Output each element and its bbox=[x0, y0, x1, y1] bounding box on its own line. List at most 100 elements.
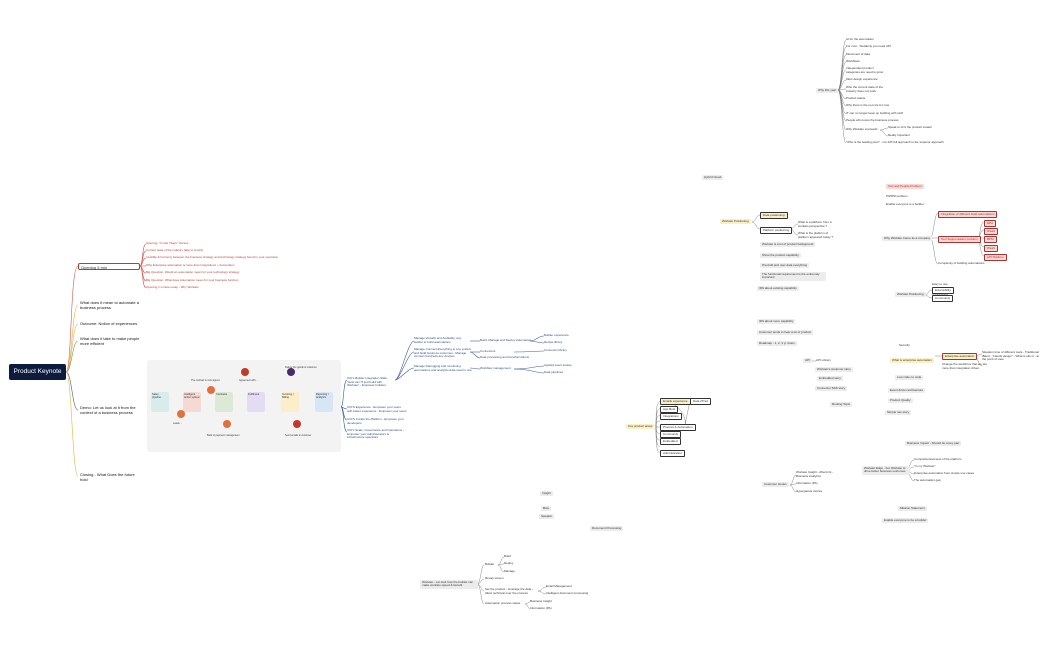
customer-child[interactable]: Workato Insight - Aftermint - Business A… bbox=[796, 470, 834, 478]
branch-demo[interactable]: Demo: Let us look at it from the context… bbox=[80, 405, 136, 415]
easy-item[interactable]: Easy to use bbox=[932, 282, 948, 286]
lower-positioning[interactable]: Workato Positioning bbox=[895, 292, 926, 298]
platform-child[interactable]: What is the platform of platform appeare… bbox=[798, 231, 834, 239]
customer-child[interactable]: Hyperparole stories bbox=[796, 489, 823, 493]
branch-efficient[interactable]: What does it take to make people more ef… bbox=[80, 336, 140, 346]
edge-child[interactable]: "In my Workato" bbox=[914, 464, 936, 468]
red-head[interactable]: Test and People Problem bbox=[886, 184, 924, 190]
why-item[interactable]: Independent product categories are need … bbox=[846, 66, 884, 74]
customer-stories[interactable]: Customer stories bbox=[762, 482, 789, 488]
builder-branch[interactable]: Recap screen bbox=[485, 576, 504, 580]
set-child[interactable]: Intelligent document processing bbox=[546, 591, 589, 595]
edge-child[interactable]: Comprehensiveness of the platform bbox=[914, 457, 962, 461]
product-area[interactable]: App Bots bbox=[660, 406, 679, 414]
far-mid-item[interactable]: Recipe library bbox=[544, 340, 563, 344]
branch-closing[interactable]: Closing - What Does the future hold bbox=[80, 472, 135, 482]
edge-child[interactable]: Enterprise automation from simple use ca… bbox=[914, 471, 975, 475]
why-item[interactable]: AI for the automation bbox=[846, 37, 874, 41]
enterprise-child[interactable]: Enterprise automation bbox=[942, 353, 978, 361]
auto-child[interactable]: Business Insight bbox=[530, 599, 552, 603]
low-code[interactable]: Low code no code bbox=[895, 375, 924, 381]
cio-item[interactable]: CIO'S Curate the Platform - Empower your… bbox=[347, 417, 404, 425]
why-item[interactable]: Workflows bbox=[846, 59, 860, 63]
mid-right-item[interactable]: Data processing and transformations bbox=[480, 355, 530, 359]
opening-item[interactable]: Big Question: Would an automation mean f… bbox=[146, 270, 240, 274]
red-item[interactable]: Enable everyone is a builder bbox=[886, 202, 924, 206]
product-area[interactable]: Integrations bbox=[660, 413, 682, 421]
tool-item[interactable]: iPaaS bbox=[984, 245, 999, 253]
builder-branch[interactable]: Builder bbox=[485, 562, 495, 566]
product-area[interactable]: Embedded bbox=[660, 438, 681, 446]
why-item[interactable]: IT can no longer keep up building with s… bbox=[846, 111, 903, 115]
builder-child[interactable]: Manage bbox=[504, 569, 515, 573]
opening-item[interactable]: Opening 1 minute recap - Why Workato bbox=[146, 285, 199, 289]
api-child[interactable]: API Library bbox=[816, 358, 831, 362]
product-area[interactable]: Community bbox=[660, 431, 682, 439]
platform-child[interactable]: What is a platform from a workato perspe… bbox=[798, 220, 832, 228]
branch-opening[interactable]: Opening 5 min bbox=[78, 263, 140, 270]
positioning-sub[interactable]: Data positioning bbox=[760, 212, 788, 220]
key-product-areas[interactable]: Key product areas bbox=[626, 424, 655, 430]
opening-item[interactable]: Opening: "In last 7days" Horses bbox=[146, 241, 189, 245]
opening-item[interactable]: Big Question: What does Automation mean … bbox=[146, 278, 239, 282]
enable-builder[interactable]: Enable everyone to be a builder bbox=[882, 518, 929, 524]
opening-item[interactable]: Invisible & harmony between the business… bbox=[146, 255, 279, 259]
why-item[interactable]: Why Workato succeeds bbox=[846, 127, 878, 131]
positioning-chip[interactable]: Show the product capability bbox=[760, 253, 801, 259]
complexity[interactable]: Complexity of building automations bbox=[938, 261, 985, 265]
routing-topic[interactable]: Routing Topic bbox=[830, 402, 853, 408]
topic-chip[interactable]: Speaker bbox=[539, 514, 555, 520]
why-this-year[interactable]: Why this year bbox=[816, 88, 839, 94]
edge-child[interactable]: The automation gap bbox=[914, 478, 941, 482]
mid-right-item[interactable]: Workflow management bbox=[480, 366, 511, 370]
opening-item[interactable]: Current state of the industry (late to c… bbox=[146, 248, 203, 252]
far-mid-item[interactable]: Builder experience bbox=[544, 333, 569, 337]
cio-item[interactable]: CIO's Builder integration Slide - "How c… bbox=[347, 376, 389, 388]
mid-item[interactable]: Manage Connect Everything to any system … bbox=[414, 347, 472, 359]
tool-item[interactable]: iPaaS bbox=[984, 228, 999, 236]
capability-chip[interactable]: IDS about more capability bbox=[757, 319, 796, 325]
why-subitem[interactable]: Really important bbox=[888, 133, 910, 137]
root-node[interactable]: Product Keynote bbox=[9, 364, 66, 380]
why-company[interactable]: Why Workato Came as a company bbox=[882, 236, 933, 242]
why-item[interactable]: "Who is the leading pivot" - run API ful… bbox=[846, 140, 944, 144]
cio-item[interactable]: CIO'S Experience - Empower your users wi… bbox=[347, 405, 407, 413]
more-item[interactable]: Product Quality bbox=[888, 398, 913, 404]
positioning-chip[interactable]: Pre-built and user data everything bbox=[760, 263, 810, 269]
set-child[interactable]: Email Management bbox=[546, 584, 572, 588]
hybrid-cloud[interactable]: Hybrid Cloud bbox=[702, 175, 724, 181]
api-node[interactable]: API bbox=[803, 358, 812, 364]
product-area[interactable]: Emails experience bbox=[660, 398, 691, 406]
builder-branch[interactable]: Automation process cause bbox=[485, 601, 521, 605]
far-mid-item[interactable]: Applied event lookup bbox=[544, 363, 572, 367]
branch-outcome[interactable]: Outcome: Notion of experiences bbox=[80, 321, 138, 326]
positioning-chip[interactable]: Workato is a lot of product background bbox=[760, 242, 816, 248]
builder-child[interactable]: Build bbox=[504, 554, 511, 558]
far-mid-item[interactable]: Connector library bbox=[544, 348, 567, 352]
mid-item[interactable]: Manage Debugging and monitoring automati… bbox=[414, 364, 472, 372]
why-item[interactable]: Why there is the net role for now bbox=[846, 103, 890, 107]
cio-item[interactable]: CIO's Scale, Governance and Operations -… bbox=[347, 428, 404, 440]
enterprise-grand[interactable]: Change the workforce that we are more th… bbox=[942, 362, 988, 370]
customer-child[interactable]: Information (PA) bbox=[796, 481, 818, 485]
security[interactable]: Security bbox=[899, 343, 910, 347]
positioning-child[interactable]: Extensibility bbox=[932, 287, 954, 295]
workato-edge[interactable]: Workato Edge - For Workato to drive bett… bbox=[862, 466, 910, 475]
topic-chip[interactable]: Document Processing bbox=[590, 526, 624, 532]
builder-child[interactable]: Deploy bbox=[504, 561, 514, 565]
fragmented-item[interactable]: Integration of different build automatio… bbox=[938, 211, 998, 219]
workato-positioning[interactable]: Workato Positioning bbox=[720, 219, 751, 225]
why-item[interactable]: Product status bbox=[846, 96, 866, 100]
why-subitem[interactable]: Speak to Is'nt the product creator bbox=[888, 125, 933, 129]
tool-item[interactable]: API Platform bbox=[984, 254, 1007, 262]
builder-branch[interactable]: Set the product - leverage the data - Al… bbox=[485, 587, 534, 595]
branch-automate[interactable]: What does it mean to automate a business… bbox=[80, 300, 139, 310]
tool-item[interactable]: RPA bbox=[984, 220, 996, 228]
api-item[interactable]: Workato's customer story bbox=[815, 367, 853, 373]
capability-chip[interactable]: Roadmap - 1, 2, 3 yr vision bbox=[757, 341, 797, 347]
positioning-chip[interactable]: IDS about existing capability bbox=[757, 286, 799, 292]
mid-right-item[interactable]: Build, Manage and Deploy Automation bbox=[480, 338, 532, 342]
topic-chip[interactable]: Insight bbox=[540, 491, 553, 497]
positioning-chip[interactable]: The functional requirement is the extrem… bbox=[760, 272, 826, 281]
auto-child[interactable]: Information (PA) bbox=[530, 606, 552, 610]
